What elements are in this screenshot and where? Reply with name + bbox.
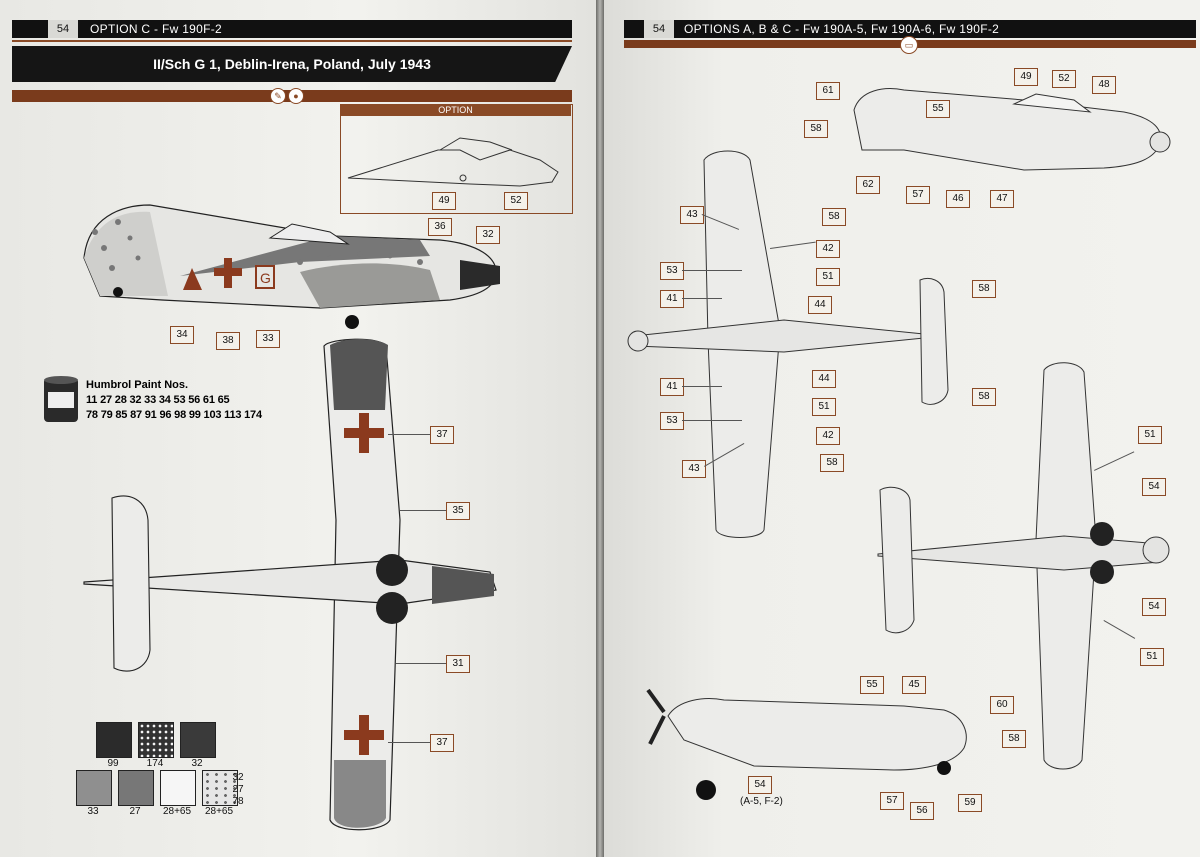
- decal-tag-r-54-right-bottom: 54: [1142, 598, 1166, 616]
- left-page: 54 OPTION C - Fw 190F-2 II/Sch G 1, Debl…: [0, 0, 596, 857]
- decal-tag-r-58-tail-b: 58: [972, 388, 996, 406]
- right-page-number: 54: [644, 20, 674, 38]
- glue-icon: ●: [288, 88, 304, 104]
- decal-tag-r-42-bottom: 42: [816, 427, 840, 445]
- decal-tag-31: 31: [446, 655, 470, 673]
- decal-tag-r-51-top: 51: [816, 268, 840, 286]
- decal-tag-r-53-bottom: 53: [660, 412, 684, 430]
- decal-tag-r-62: 62: [856, 176, 880, 194]
- leader-r6: [682, 420, 742, 421]
- paint-list-title: Humbrol Paint Nos.: [86, 379, 189, 391]
- leader-37-top: [388, 434, 430, 435]
- swatch-label-174: 174: [146, 758, 164, 769]
- decal-tag-r-44-bottom: 44: [812, 370, 836, 388]
- leader-31: [396, 663, 446, 664]
- leader-r3: [682, 270, 742, 271]
- decal-tag-34: 34: [170, 326, 194, 344]
- legend-stack-32: 32: [232, 772, 244, 783]
- decal-tag-r-57-top: 57: [906, 186, 930, 204]
- decal-tag-r-51-right-top: 51: [1138, 426, 1162, 444]
- decal-tag-r-55-bottom: 55: [860, 676, 884, 694]
- decal-tag-32: 32: [476, 226, 500, 244]
- swatch-label-32: 32: [191, 758, 203, 769]
- decal-tag-36: 36: [428, 218, 452, 236]
- swatch-33: [76, 770, 112, 806]
- decal-tag-r-58-bottom: 58: [1002, 730, 1026, 748]
- decal-tag-r-51-bottom: 51: [812, 398, 836, 416]
- decal-tag-37-bottom: 37: [430, 734, 454, 752]
- decal-tag-r-58-top: 58: [804, 120, 828, 138]
- option-inset-label: OPTION: [340, 104, 571, 116]
- decal-tag-r-41-bottom: 41: [660, 378, 684, 396]
- decal-tag-r-51-right-bottom: 51: [1140, 648, 1164, 666]
- swatch-label-28-65-mottle: 28+65: [204, 806, 234, 817]
- decal-tag-r-48: 48: [1092, 76, 1116, 94]
- decal-tag-r-43-top: 43: [680, 206, 704, 224]
- decal-tag-r-43-bottom: 43: [682, 460, 706, 478]
- swatch-label-99: 99: [107, 758, 119, 769]
- brush-icon: ✎: [270, 88, 286, 104]
- swatch-27: [118, 770, 154, 806]
- swatch-label-28-65: 28+65: [162, 806, 192, 817]
- left-header-title: OPTION C - Fw 190F-2: [90, 22, 223, 36]
- decal-tag-r-58-lower: 58: [820, 454, 844, 472]
- swatch-label-33: 33: [87, 806, 99, 817]
- scheme-banner: II/Sch G 1, Deblin-Irena, Poland, July 1…: [12, 46, 572, 82]
- decal-tag-r-60: 60: [990, 696, 1014, 714]
- glue-icon-right: ▭: [900, 36, 918, 54]
- decal-tag-r-58-wing: 58: [822, 208, 846, 226]
- decal-tag-r-45: 45: [902, 676, 926, 694]
- decal-tag-r-56: 56: [910, 802, 934, 820]
- decal-tag-37-top: 37: [430, 426, 454, 444]
- swatch-99: [96, 722, 132, 758]
- decal-tag-33: 33: [256, 330, 280, 348]
- decal-tag-52: 52: [504, 192, 528, 210]
- swatch-174: [138, 722, 174, 758]
- legend-stack-27: 27: [232, 784, 244, 795]
- leader-r5: [682, 386, 722, 387]
- right-line-art: [627, 88, 1171, 800]
- svg-text:G: G: [260, 270, 271, 286]
- left-line-art: G: [44, 137, 559, 831]
- legend-stack-78: 78: [232, 796, 244, 807]
- swatch-28-65-mottle: [202, 770, 238, 806]
- leader-35: [400, 510, 446, 511]
- decal-tag-r-57-bottom: 57: [880, 792, 904, 810]
- right-page: 54 OPTIONS A, B & C - Fw 190A-5, Fw 190A…: [604, 0, 1200, 857]
- decal-tag-r-61: 61: [816, 82, 840, 100]
- right-header-bar: 54 OPTIONS A, B & C - Fw 190A-5, Fw 190A…: [624, 20, 1196, 38]
- paint-list-line2: 78 79 85 87 91 96 98 99 103 113 174: [86, 409, 262, 421]
- decal-tag-r-44-top: 44: [808, 296, 832, 314]
- left-header-rule: [12, 40, 572, 42]
- decal-tag-r-54-right-top: 54: [1142, 478, 1166, 496]
- swatch-28-65: [160, 770, 196, 806]
- decal-tag-r-42-top: 42: [816, 240, 840, 258]
- decal-tag-r-52: 52: [1052, 70, 1076, 88]
- swatch-label-27: 27: [129, 806, 141, 817]
- leader-r4: [682, 298, 722, 299]
- decal-tag-r-55: 55: [926, 100, 950, 118]
- left-page-number: 54: [48, 20, 78, 38]
- decal-tag-r-58-tail-a: 58: [972, 280, 996, 298]
- decal-tag-38: 38: [216, 332, 240, 350]
- book-spine: [596, 0, 604, 857]
- decal-tag-49: 49: [432, 192, 456, 210]
- decal-tag-r-59: 59: [958, 794, 982, 812]
- swatch-32: [180, 722, 216, 758]
- subvariant-note: (A-5, F-2): [740, 796, 783, 807]
- decal-tag-r-49: 49: [1014, 68, 1038, 86]
- leader-37-bottom: [388, 742, 430, 743]
- decal-tag-r-53-top: 53: [660, 262, 684, 280]
- decal-tag-r-54-bottom: 54: [748, 776, 772, 794]
- right-header-title: OPTIONS A, B & C - Fw 190A-5, Fw 190A-6,…: [684, 22, 1000, 36]
- decal-tag-r-47: 47: [990, 190, 1014, 208]
- decal-tag-r-41-top: 41: [660, 290, 684, 308]
- left-header-bar: 54 OPTION C - Fw 190F-2: [12, 20, 572, 38]
- paint-list-line1: 11 27 28 32 33 34 53 56 61 65: [86, 394, 230, 406]
- decal-tag-35: 35: [446, 502, 470, 520]
- decal-tag-r-46: 46: [946, 190, 970, 208]
